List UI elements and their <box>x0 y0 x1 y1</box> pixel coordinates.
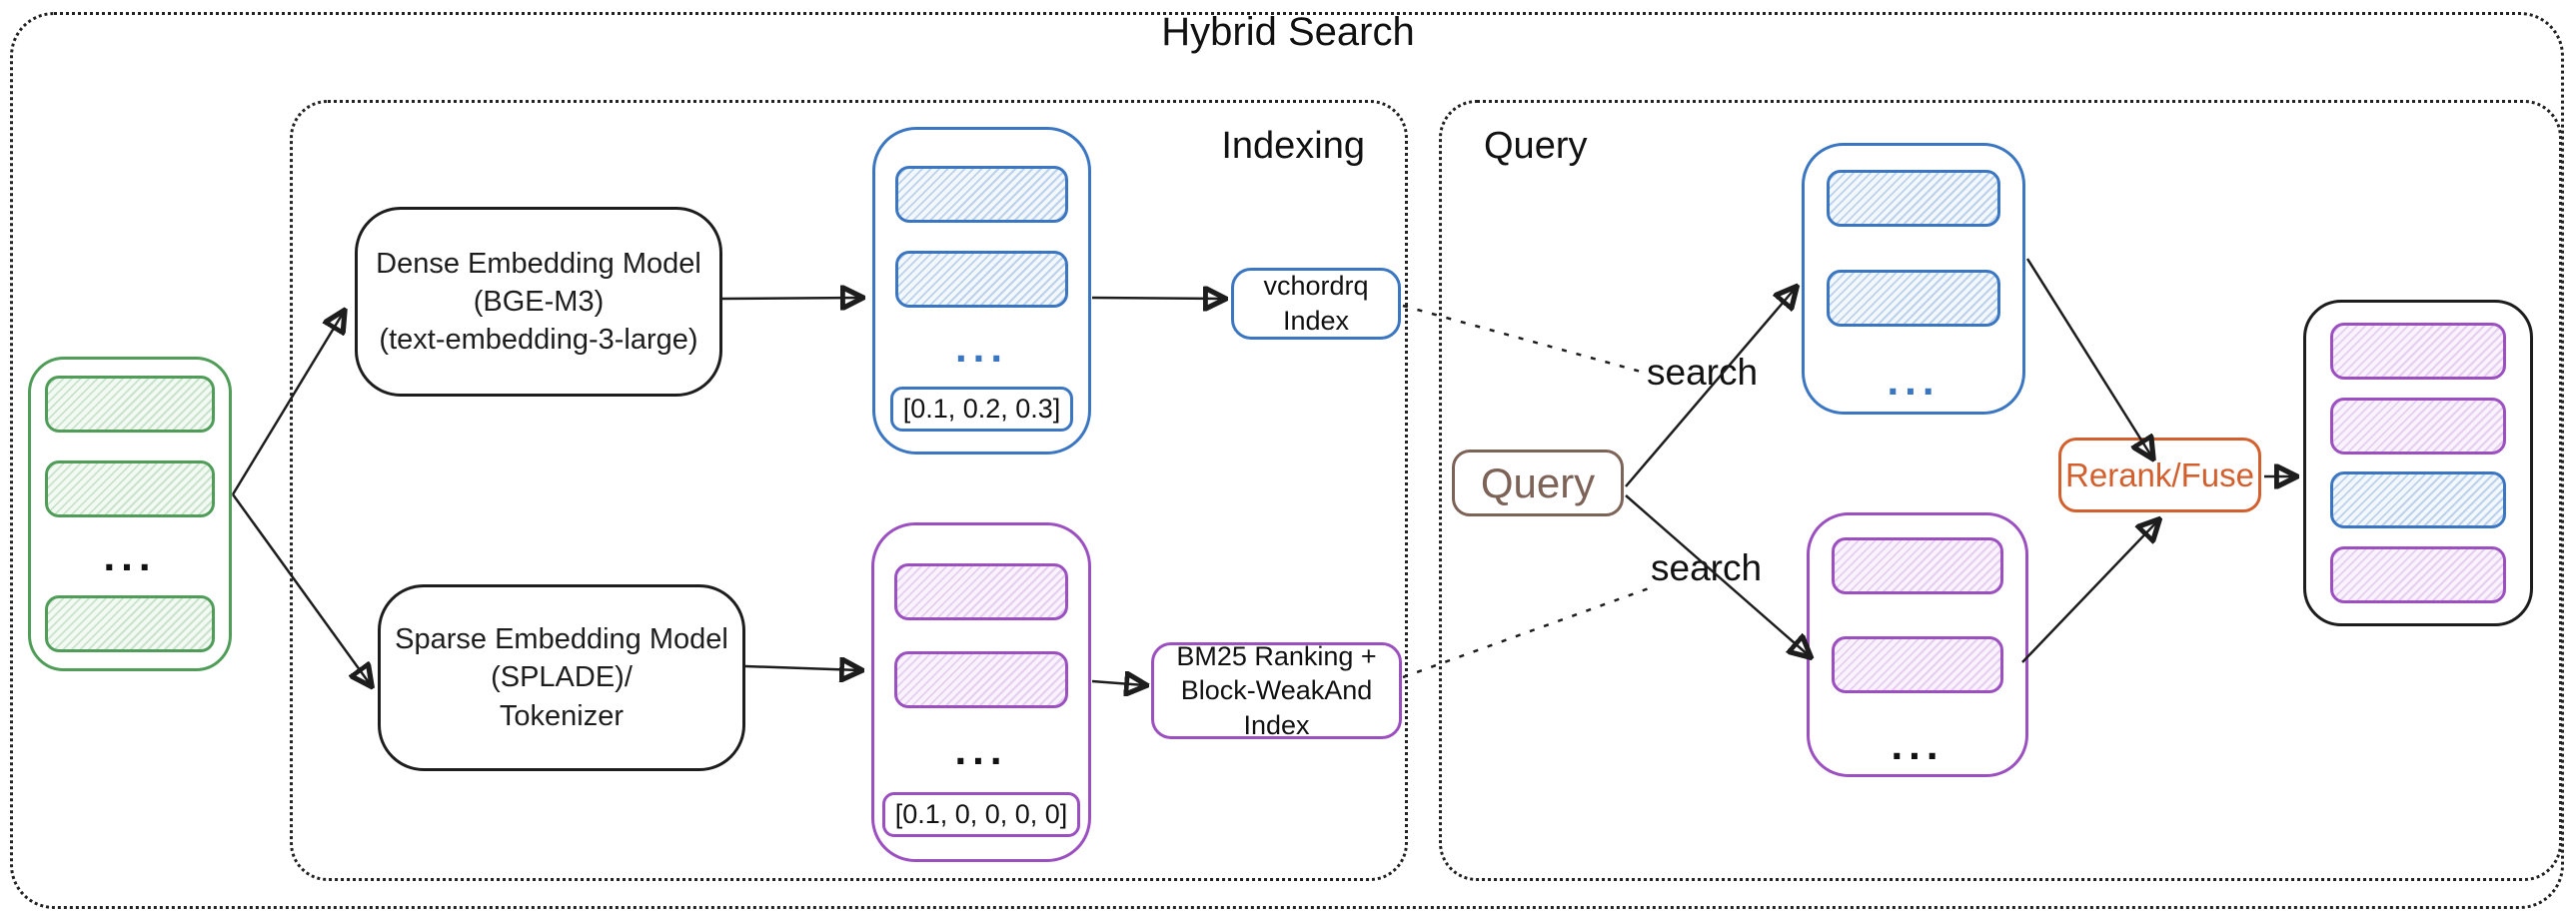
result-chip <box>2330 545 2506 603</box>
query-section-label: Query <box>1484 125 1588 167</box>
result-chip <box>2330 471 2506 529</box>
query-section-frame: Query <box>1439 100 2562 881</box>
sparse-embedding-model-node: Sparse Embedding Model (SPLADE)/ Tokeniz… <box>378 584 745 771</box>
sparse-vector-chip <box>894 563 1068 620</box>
search-sparse-label: search <box>1651 547 1763 588</box>
vchordrq-index-node: vchordrq Index <box>1231 268 1401 340</box>
dense-embedding-model-node: Dense Embedding Model (BGE-M3) (text-emb… <box>355 207 722 397</box>
document-chip <box>45 595 215 652</box>
sparse-vector-chip <box>894 651 1068 708</box>
page-title: Hybrid Search <box>1161 10 1415 54</box>
sparse-vector-sample: [0.1, 0, 0, 0, 0] <box>881 792 1081 837</box>
dense-vectors-ellipsis: ... <box>954 323 1008 371</box>
sparse-result-chip <box>1832 635 2003 693</box>
sparse-vectors-ellipsis: ... <box>954 726 1008 773</box>
sparse-results-ellipsis: ... <box>1891 721 1944 768</box>
hybrid-search-frame <box>10 12 2564 909</box>
indexing-section-label: Indexing <box>1221 125 1365 167</box>
dense-results-ellipsis: ... <box>1887 357 1940 404</box>
dense-vector-chip <box>895 166 1068 223</box>
sparse-vectors-panel: ... [0.1, 0, 0, 0, 0] <box>871 522 1091 862</box>
dense-vectors-panel: ... [0.1, 0.2, 0.3] <box>872 127 1091 455</box>
documents-ellipsis: ... <box>103 532 157 579</box>
source-documents-panel: ... <box>28 357 232 671</box>
sparse-result-chip <box>1832 537 2003 594</box>
query-dense-results-panel: ... <box>1802 143 2025 415</box>
result-chip <box>2330 323 2506 380</box>
rerank-fuse-node: Rerank/Fuse <box>2058 438 2261 512</box>
result-chip <box>2330 397 2506 455</box>
final-results-panel <box>2303 300 2533 626</box>
dense-result-chip <box>1827 270 2000 327</box>
search-dense-label: search <box>1647 352 1759 393</box>
query-sparse-results-panel: ... <box>1807 512 2028 777</box>
dense-vector-chip <box>895 251 1068 309</box>
document-chip <box>45 376 215 433</box>
dense-result-chip <box>1827 170 2000 227</box>
document-chip <box>45 460 215 517</box>
bm25-index-node: BM25 Ranking + Block-WeakAnd Index <box>1151 641 1402 740</box>
query-node: Query <box>1452 450 1624 516</box>
dense-vector-sample: [0.1, 0.2, 0.3] <box>889 386 1074 432</box>
